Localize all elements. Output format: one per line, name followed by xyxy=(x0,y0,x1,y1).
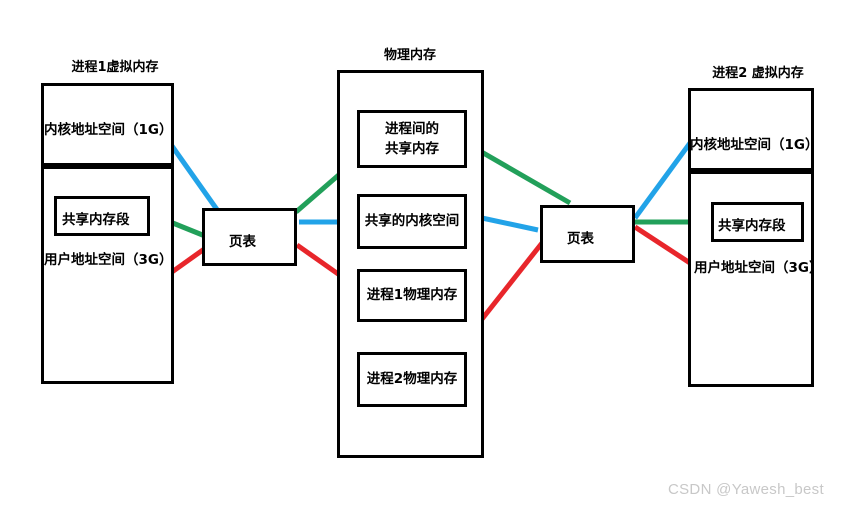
right-kernel-space-box xyxy=(688,88,814,171)
left-panel-title: 进程1虚拟内存 xyxy=(71,60,159,75)
page-table-right-label: 页表 xyxy=(567,231,594,247)
physical-block-1-box xyxy=(357,194,467,249)
wire-left-kernel-to-pagetable xyxy=(169,144,221,213)
right-shared-segment-label: 共享内存段 xyxy=(718,218,786,234)
right-shared-segment-box xyxy=(711,202,804,242)
physical-block-3-box xyxy=(357,352,467,407)
physical-block-3-line1: 进程2物理内存 xyxy=(366,371,458,388)
wire-pagetable2-to-right-kernel xyxy=(632,141,693,220)
right-panel-title: 进程2 虚拟内存 xyxy=(712,66,804,81)
physical-block-1-line1: 共享的内核空间 xyxy=(364,213,460,230)
page-table-right-box[interactable] xyxy=(540,205,635,263)
physical-block-2-box xyxy=(357,269,467,322)
physical-block-1-text: 共享的内核空间 xyxy=(357,194,467,249)
left-user-space-label: 用户地址空间（3G） xyxy=(44,252,173,268)
left-kernel-space-label: 内核地址空间（1G） xyxy=(44,122,173,138)
physical-block-2-text: 进程1物理内存 xyxy=(357,269,467,322)
physical-block-0-text: 进程间的 共享内存 xyxy=(357,110,467,168)
physical-block-0-line2: 共享内存 xyxy=(385,141,439,157)
page-table-left-label: 页表 xyxy=(229,234,256,250)
left-kernel-space-box xyxy=(41,83,174,166)
left-shared-segment-box xyxy=(54,196,150,236)
left-shared-segment-label: 共享内存段 xyxy=(62,212,130,228)
page-table-left-box[interactable] xyxy=(202,208,297,266)
right-kernel-space-label: 内核地址空间（1G） xyxy=(690,137,819,153)
physical-block-0-line1: 进程间的 xyxy=(385,120,439,137)
watermark: CSDN @Yawesh_best xyxy=(668,481,824,498)
center-panel-title: 物理内存 xyxy=(383,48,436,63)
right-user-space-label: 用户地址空间（3G） xyxy=(694,260,823,276)
wire-pagetable2-to-right-user xyxy=(633,224,692,266)
physical-block-0-box xyxy=(357,110,467,168)
physical-block-3-text: 进程2物理内存 xyxy=(357,352,467,407)
physical-block-2-line1: 进程1物理内存 xyxy=(366,287,458,304)
